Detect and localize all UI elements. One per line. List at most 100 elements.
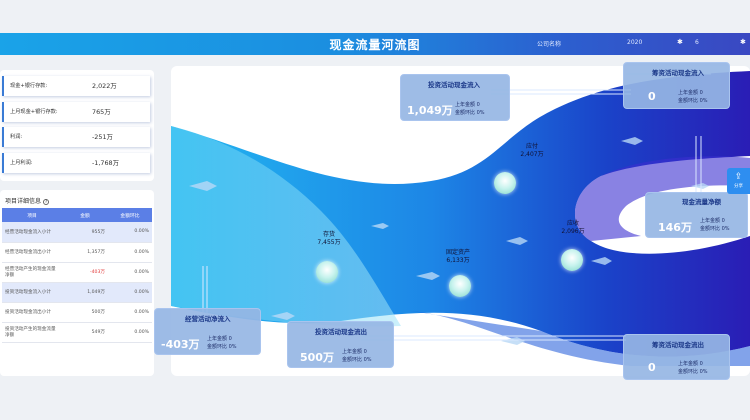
row-ratio: 0.00% (108, 262, 152, 283)
kpi-label: 利润: (10, 134, 23, 140)
year-gear-icon[interactable]: ✱ (677, 38, 683, 46)
last-year-value: 0 (699, 361, 703, 367)
kpi-row: 上月利润: -1,768万 (2, 153, 150, 173)
node-receivables: 应收 2,096万 (553, 220, 593, 236)
box-title: 投资活动现金流出 (315, 328, 367, 336)
row-ratio: 0.00% (108, 302, 152, 323)
row-item-name: 投资活动现金流入小计 (2, 282, 62, 303)
operate-net-inflow-box[interactable]: 经营活动净流入 -403万 上年金额 0 金额环比 0% (154, 308, 261, 355)
last-year-label: 上年金额 (678, 361, 699, 367)
column-header[interactable]: 金额环比 (108, 208, 152, 222)
box-value: 0 (648, 90, 656, 103)
last-year-label: 上年金额 (455, 102, 476, 108)
kpi-value: -1,768万 (92, 159, 119, 167)
box-title: 经营活动净流入 (185, 315, 231, 323)
row-ratio: 0.00% (108, 222, 152, 243)
finance-inflow-box[interactable]: 筹资活动现金流入 0 上年金额 0 金额环比 0% (623, 62, 730, 109)
box-title: 投资活动现金流入 (428, 81, 480, 89)
help-icon[interactable]: ? (43, 199, 50, 205)
top-header-bar: 现金流量河流图 公司名称 2020 ✱ 6 ✱ (0, 33, 750, 55)
node-value: 2,407万 (520, 151, 544, 158)
box-value: 500万 (300, 351, 334, 364)
kpi-row: 上月现金+银行存款: 765万 (2, 102, 150, 122)
kpi-value: 765万 (92, 108, 111, 116)
node-fixed-assets: 固定资产 6,133万 (433, 249, 483, 265)
net-cashflow-box[interactable]: 现金流量净额 146万 上年金额 0 金额环比 0% (645, 192, 748, 238)
row-item-name: 经营活动现金流出小计 (2, 242, 62, 263)
row-amount: 500万 (62, 302, 108, 323)
ratio-value: 0% (476, 110, 485, 116)
month-gear-icon[interactable]: ✱ (740, 38, 746, 46)
kpi-summary-card: 现金+银行存款: 2,022万 上月现金+银行存款: 765万 利润: -251… (0, 70, 154, 181)
invest-outflow-box[interactable]: 投资活动现金流出 500万 上年金额 0 金额环比 0% (287, 321, 394, 368)
node-value: 6,133万 (446, 257, 470, 264)
ratio-label: 金额环比 (700, 226, 721, 232)
share-upload-icon: ⇪ (734, 172, 743, 182)
ratio-value: 0% (228, 344, 237, 350)
node-name: 存货 (322, 231, 335, 238)
last-year-value: 0 (721, 218, 725, 224)
box-value: 0 (648, 361, 656, 374)
node-name: 应收 (566, 220, 579, 227)
row-item-name: 投资活动产生的现金流量净额 (2, 322, 62, 343)
invest-inflow-box[interactable]: 投资活动现金流入 1,049万 上年金额 0 金额环比 0% (400, 74, 510, 121)
payables-shell-icon[interactable] (494, 172, 516, 194)
node-inventory: 存货 7,455万 (309, 231, 349, 247)
kpi-label: 现金+银行存款: (10, 83, 48, 89)
row-amount: -403万 (62, 262, 108, 283)
table-header-row: 项目 金额 金额环比 (2, 208, 152, 222)
ratio-value: 0% (721, 226, 730, 232)
kpi-label: 上月现金+银行存款: (10, 109, 58, 115)
kpi-value: 2,022万 (92, 82, 117, 90)
detail-title: 项目详细信息? (5, 196, 50, 205)
fixed-assets-shell-icon[interactable] (449, 275, 471, 297)
inventory-shell-icon[interactable] (316, 261, 338, 283)
page-title: 现金流量河流图 (329, 38, 421, 52)
ratio-label: 金额环比 (207, 344, 228, 350)
row-amount: 1,357万 (62, 242, 108, 263)
fish-decorations (189, 137, 709, 345)
light-stream (171, 126, 401, 327)
receivables-shell-icon[interactable] (561, 249, 583, 271)
box-compare: 上年金额 0 金额环比 0% (700, 217, 730, 233)
share-button[interactable]: ⇪ 分享 (727, 168, 750, 194)
ratio-label: 金额环比 (455, 110, 476, 116)
share-label: 分享 (734, 184, 743, 189)
box-value: 1,049万 (407, 104, 453, 117)
node-name: 应付 (525, 143, 538, 150)
ratio-value: 0% (699, 369, 708, 375)
box-compare: 上年金额 0 金额环比 0% (678, 360, 708, 376)
last-year-value: 0 (228, 336, 232, 342)
box-value: -403万 (161, 338, 200, 351)
last-year-value: 0 (699, 90, 703, 96)
kpi-value: -251万 (92, 133, 113, 141)
last-year-label: 上年金额 (342, 349, 363, 355)
last-year-value: 0 (363, 349, 367, 355)
column-header[interactable]: 金额 (62, 208, 108, 222)
row-item-name: 投资活动现金流出小计 (2, 302, 62, 323)
row-ratio: 0.00% (108, 322, 152, 343)
row-ratio: 0.00% (108, 282, 152, 303)
year-selector[interactable]: 2020 (627, 39, 643, 46)
row-amount: 1,049万 (62, 282, 108, 303)
last-year-label: 上年金额 (678, 90, 699, 96)
ratio-value: 0% (363, 357, 372, 363)
node-value: 2,096万 (561, 228, 585, 235)
column-header[interactable]: 项目 (2, 208, 62, 222)
finance-outflow-box[interactable]: 筹资活动现金流出 0 上年金额 0 金额环比 0% (623, 334, 730, 380)
row-ratio: 0.00% (108, 242, 152, 263)
last-year-value: 0 (476, 102, 480, 108)
kpi-row: 现金+银行存款: 2,022万 (2, 76, 150, 96)
box-title: 筹资活动现金流出 (652, 341, 704, 349)
company-name-label[interactable]: 公司名称 (537, 41, 562, 48)
box-value: 146万 (658, 221, 692, 234)
row-item-name: 经营活动产生的现金流量净额 (2, 262, 62, 283)
month-selector[interactable]: 6 (695, 39, 699, 46)
